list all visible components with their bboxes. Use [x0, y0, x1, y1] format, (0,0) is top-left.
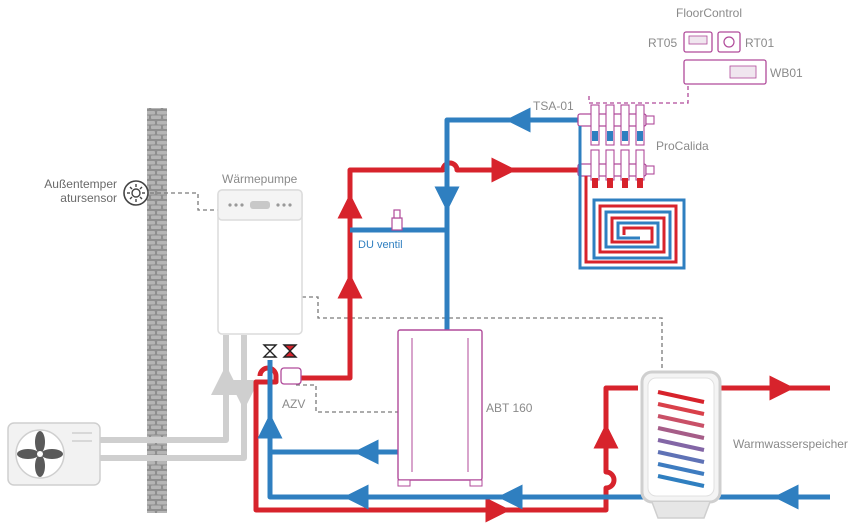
- fan-icon: [17, 431, 63, 477]
- supply-pipes: [253, 157, 830, 523]
- heat-pump-unit[interactable]: [217, 189, 303, 335]
- dhw-tank-label: Warmwasserspeicher: [733, 437, 848, 451]
- return-pipes: [257, 107, 830, 510]
- heating-coil: [657, 390, 705, 488]
- azv-label: AZV: [282, 397, 305, 411]
- manifold[interactable]: [577, 104, 655, 188]
- buffer-tank[interactable]: [397, 329, 483, 487]
- buffer-tank-label: ABT 160: [486, 401, 533, 415]
- dhw-tank[interactable]: [640, 370, 722, 519]
- du-valve-label: DU ventil: [358, 239, 403, 251]
- heat-pump-label: Wärmepumpe: [222, 172, 298, 186]
- azv-valve[interactable]: [262, 344, 302, 385]
- outdoor-unit[interactable]: [7, 422, 101, 486]
- rt01-label: RT01: [745, 36, 774, 50]
- outdoor-sensor-label-1: Außentemper: [44, 177, 117, 191]
- control-lines: [150, 85, 689, 413]
- procalida-label: ProCalida: [656, 139, 709, 153]
- wiring-box-wb01[interactable]: [683, 59, 767, 85]
- outdoor-sensor-label-2: atursensor: [60, 191, 117, 205]
- refrigerant-lines: [98, 335, 259, 461]
- floorcontrol-label: FloorControl: [676, 6, 742, 20]
- tsa01-label: TSA-01: [533, 99, 574, 113]
- du-valve[interactable]: [391, 209, 403, 231]
- brick-wall: [147, 108, 167, 513]
- room-thermostat-rt01[interactable]: [717, 31, 741, 53]
- rt05-label: RT05: [648, 36, 677, 50]
- wb01-label: WB01: [770, 66, 803, 80]
- floor-heating-coil-icon: [578, 126, 686, 270]
- room-thermostat-rt05[interactable]: [683, 31, 713, 53]
- sun-sensor-icon: [123, 180, 149, 206]
